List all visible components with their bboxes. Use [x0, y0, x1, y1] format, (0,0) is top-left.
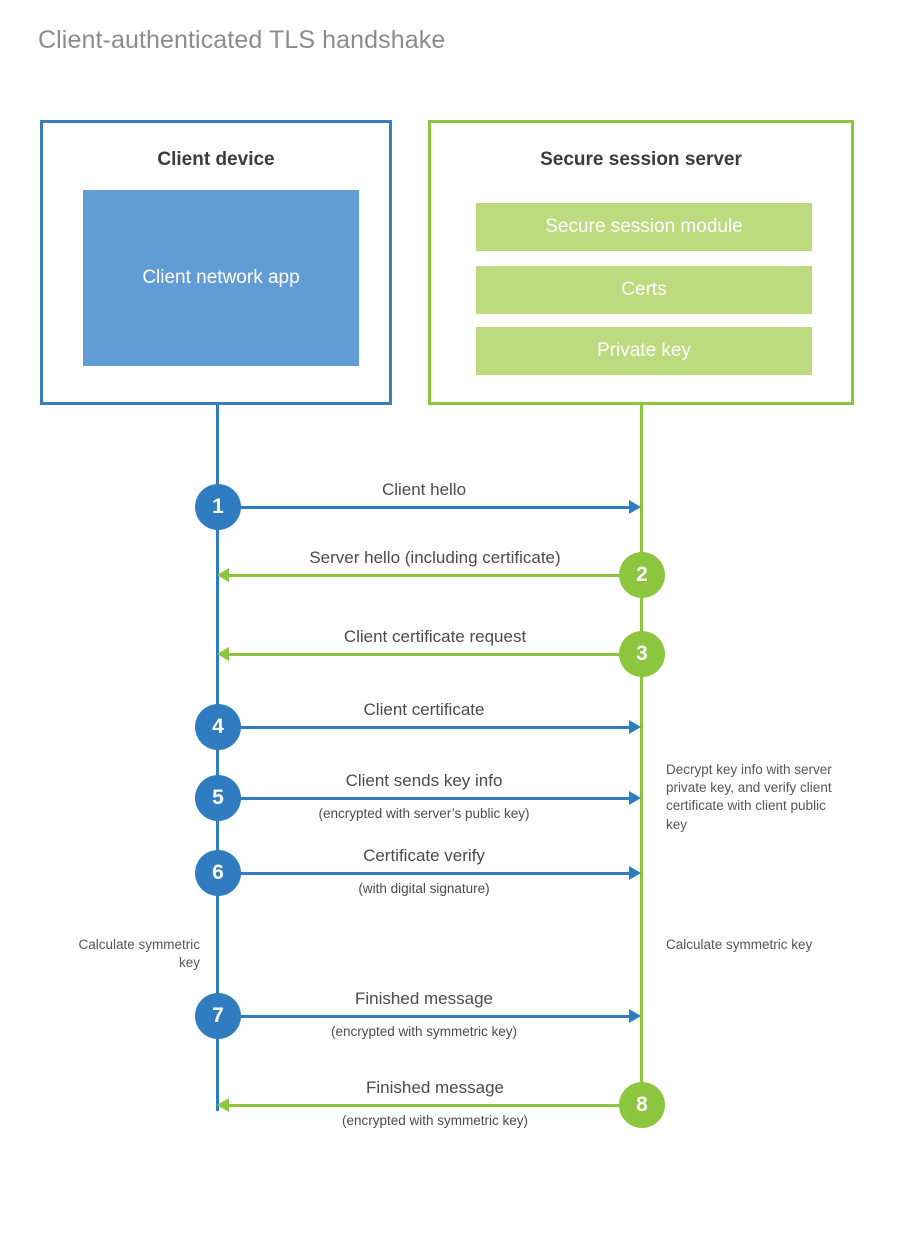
server-component-secure-session-module: Secure session module [476, 203, 812, 251]
step-circle-6: 6 [195, 850, 241, 896]
message-label-2: Server hello (including certificate) [309, 548, 561, 567]
message-arrow-2: Server hello (including certificate) [217, 548, 642, 582]
step-circle-8: 8 [619, 1082, 665, 1128]
arrowhead-left-icon [217, 647, 229, 661]
message-sublabel-5: (encrypted with server’s public key) [318, 806, 530, 821]
message-sublabel-6: (with digital signature) [358, 881, 490, 896]
message-label-7: Finished message [355, 989, 493, 1008]
step-circle-1: 1 [195, 484, 241, 530]
step-circle-5: 5 [195, 775, 241, 821]
message-arrow-3: Client certificate request [217, 627, 642, 661]
page-title: Client-authenticated TLS handshake [38, 26, 446, 54]
message-label-6: Certificate verify [363, 846, 485, 865]
note-calculate-symmetric-key-server: Calculate symmetric key [666, 937, 813, 952]
message-label-4: Client certificate [363, 700, 485, 719]
message-sublabel-7: (encrypted with symmetric key) [330, 1024, 518, 1039]
arrowhead-right-icon [629, 866, 641, 880]
arrowhead-right-icon [629, 720, 641, 734]
server-component-certs: Certs [476, 266, 812, 314]
note-calculate-symmetric-key-client: Calculate symmetric key [78, 937, 200, 971]
secure-session-server-box: Secure session server Secure session mod… [428, 120, 854, 405]
step-circle-3: 3 [619, 631, 665, 677]
secure-session-server-title: Secure session server [540, 149, 742, 170]
message-arrow-5: Client sends key info (encrypted with se… [218, 771, 641, 821]
message-sublabel-8: (encrypted with symmetric key) [341, 1113, 529, 1128]
client-device-box: Client device Client network app [40, 120, 392, 405]
arrowhead-left-icon [217, 1098, 229, 1112]
message-arrow-4: Client certificate [218, 700, 641, 734]
server-component-private-key: Private key [476, 327, 812, 375]
message-label-3: Client certificate request [343, 627, 527, 646]
message-arrow-8: Finished message (encrypted with symmetr… [217, 1078, 642, 1128]
step-circle-7: 7 [195, 993, 241, 1039]
message-arrow-1: Client hello [218, 480, 641, 514]
client-lifeline [216, 405, 219, 1111]
arrowhead-left-icon [217, 568, 229, 582]
message-label-8: Finished message [366, 1078, 504, 1097]
step-circle-4: 4 [195, 704, 241, 750]
note-decrypt-key-info: Decrypt key info with server private key… [666, 762, 832, 832]
client-device-title: Client device [157, 149, 275, 170]
arrowhead-right-icon [629, 791, 641, 805]
message-label-5: Client sends key info [345, 771, 503, 790]
step-circle-2: 2 [619, 552, 665, 598]
arrowhead-right-icon [629, 1009, 641, 1023]
message-arrow-7: Finished message (encrypted with symmetr… [218, 989, 641, 1039]
server-lifeline [640, 405, 643, 1105]
message-label-1: Client hello [381, 480, 467, 499]
client-network-app-block: Client network app [83, 190, 359, 366]
arrowhead-right-icon [629, 500, 641, 514]
message-arrow-6: Certificate verify (with digital signatu… [218, 846, 641, 896]
